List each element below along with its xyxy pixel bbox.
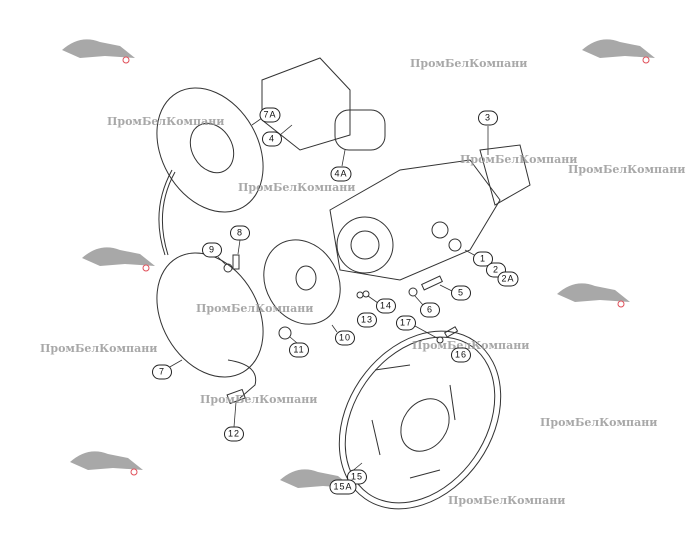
watermark-logo [580,32,660,66]
watermark-text: ПромБелКомпани [40,342,158,355]
watermark-text: ПромБелКомпани [460,153,578,166]
watermark-text: ПромБелКомпани [412,339,530,352]
callout-8: 8 [230,225,250,241]
callout-6: 6 [420,302,440,318]
callout-9: 9 [202,242,222,258]
bolt-5 [421,275,443,291]
spacer-11 [278,326,292,340]
watermark-text: ПромБелКомпани [196,302,314,315]
callout-16: 16 [450,347,472,363]
watermark-text: ПромБелКомпани [448,494,566,507]
callout-13: 13 [356,312,378,328]
ground-wire [227,359,257,399]
callout-7: 7 [152,364,172,380]
disc-7a [156,87,264,213]
watermark-text: ПромБелКомпани [200,393,318,406]
watermark-text: ПромБелКомпани [410,57,528,70]
watermark-logo [68,444,148,478]
leader-lines [167,117,489,474]
callout-12: 12 [223,426,245,442]
watermark-logo [60,32,140,66]
coupling-plate-10 [263,239,341,325]
callout-11: 11 [289,342,309,358]
callout-5: 5 [451,285,471,301]
bolt-12 [226,388,246,405]
callout-1: 1 [473,251,493,267]
callout-15a: 15A [329,479,357,495]
callout-10: 10 [334,330,356,346]
watermark-text: ПромБелКомпани [568,163,686,176]
callout-7a: 7A [259,107,281,123]
screw-8 [232,254,240,270]
watermark-text: ПромБелКомпани [107,115,225,128]
callout-4a: 4A [330,166,352,182]
washer-6 [408,287,418,297]
callout-3: 3 [478,110,498,126]
callout-4: 4 [262,131,282,147]
callout-17: 17 [395,315,417,331]
lead-wire [158,169,173,256]
washer-9 [223,263,233,273]
screw-16 [443,326,459,338]
disc-7 [156,252,264,378]
watermark-logo [555,276,635,310]
nut-13 [356,291,364,299]
watermark-text: ПромБелКомпани [238,181,356,194]
hydraulic-pump-1 [329,144,531,281]
watermark-text: ПромБелКомпани [540,416,658,429]
callout-14: 14 [375,298,397,314]
watermark-logo [80,240,160,274]
callout-2a: 2A [497,271,519,287]
washer-14 [362,290,370,298]
flywheel-housing-15 [338,330,502,510]
